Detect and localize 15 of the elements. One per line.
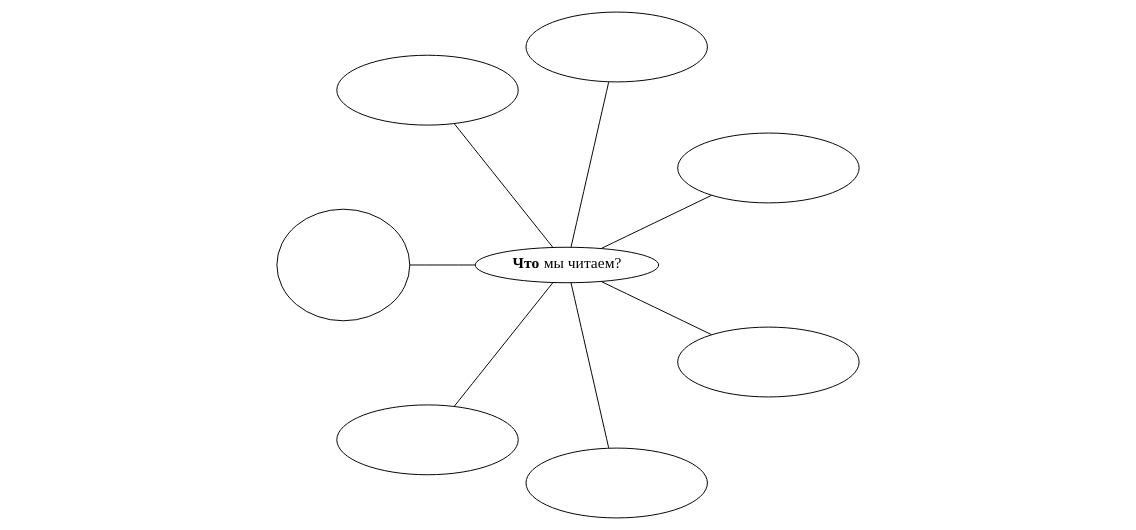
connector	[601, 281, 712, 336]
connector	[409, 264, 476, 266]
node-ellipse	[677, 132, 860, 204]
node-ellipse	[525, 447, 708, 519]
connector	[453, 282, 554, 407]
connector	[570, 81, 610, 248]
node-circle	[276, 208, 411, 322]
node-ellipse	[336, 54, 519, 126]
node-ellipse	[525, 11, 708, 83]
node-ellipse: Что мы читаем?	[474, 246, 660, 284]
node-ellipse	[336, 404, 519, 476]
connector	[453, 123, 554, 248]
connector	[570, 282, 610, 449]
node-ellipse	[677, 326, 860, 398]
connector	[601, 194, 712, 249]
